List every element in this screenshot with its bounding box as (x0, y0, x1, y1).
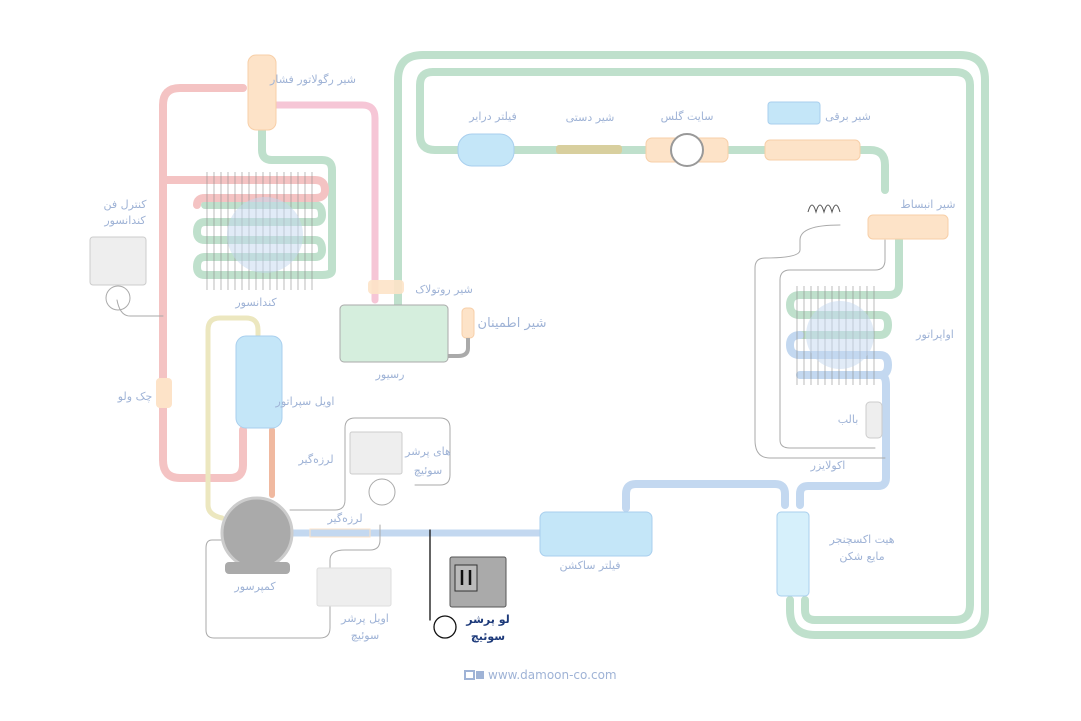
label-equalizer: اکولایزر (810, 459, 846, 472)
label-oil-separator: اویل سپراتور (275, 395, 335, 408)
condenser-outlet-line (193, 126, 336, 279)
compressor-base (225, 562, 290, 574)
evaporator-fan-icon (806, 301, 874, 369)
label-condenser-fan-control-1: کنترل فن (103, 198, 147, 211)
label-condenser: کندانسور (235, 296, 277, 309)
label-safety-valve: شیر اطمینان (477, 316, 547, 331)
label-low-pressure-switch-2: سوئیچ (470, 630, 506, 643)
oil-separator (235, 335, 283, 429)
label-sight-glass: سایت گلس (660, 110, 714, 123)
bulb-capillary (754, 224, 886, 459)
label-heat-exchanger-2: مایع شکن (839, 550, 885, 563)
label-vibration-eliminator-2: لرزه‌گیر (327, 512, 363, 525)
equalizer-line (779, 239, 886, 449)
label-compressor: کمپرسور (234, 580, 276, 593)
oil-pressure-switch (316, 567, 392, 607)
solenoid-valve-body (764, 139, 861, 161)
label-expansion-valve: شیر انبساط (900, 198, 956, 211)
suction-filter (539, 511, 653, 557)
receiver-tank (339, 304, 449, 363)
heat-exchanger (776, 511, 810, 597)
label-receiver: رسیور (375, 368, 405, 381)
regulator-to-receiver-line (261, 101, 379, 304)
footer-website-link[interactable]: www.damoon-co.com (488, 668, 617, 682)
label-rotolock-valve: شیر روتولاک (415, 283, 473, 296)
label-oil-pressure-switch-2: سوئیچ (350, 629, 380, 642)
compressor (220, 496, 294, 570)
label-evaporator: اواپراتور (916, 328, 954, 341)
expansion-valve (867, 214, 949, 240)
label-high-pressure-switch-1: های پرشر (405, 445, 451, 458)
solenoid-coil (767, 101, 821, 125)
label-low-pressure-switch-1: لو پرشر (466, 613, 510, 626)
label-oil-pressure-switch-1: اویل پرشر (341, 612, 389, 625)
label-check-valve: چک ولو (117, 390, 153, 403)
label-filter-drier: فیلتر درایر (469, 110, 517, 123)
suction-line-to-filter (622, 480, 789, 512)
op-switch-wire (205, 524, 381, 639)
manual-valve (556, 145, 622, 154)
sight-glass-icon (670, 133, 704, 167)
evaporator-outlet-line (786, 331, 892, 509)
label-bulb: بالب (837, 413, 859, 426)
filter-drier (457, 133, 515, 167)
label-solenoid-valve: شیر برقی (825, 110, 871, 123)
condenser-inlet-line (159, 176, 329, 209)
label-manual-valve: شیر دستی (565, 111, 615, 124)
condenser-fan-icon (227, 197, 303, 273)
equalizer-coil-icon (807, 204, 841, 214)
label-vibration-eliminator-1: لرزه‌گیر (298, 453, 334, 466)
footer-logo (464, 670, 484, 680)
label-heat-exchanger-1: هیت اکسچنجر (829, 533, 895, 546)
high-pressure-switch (349, 431, 403, 475)
label-suction-filter: فیلتر ساکشن (559, 559, 621, 572)
bulb (865, 401, 883, 439)
liquid-line-outer (394, 51, 989, 639)
fan-control-wire (116, 299, 164, 317)
label-high-pressure-switch-2: سوئیچ (413, 464, 443, 477)
vibration-eliminator (309, 528, 371, 538)
evaporator-inlet-line (786, 236, 903, 339)
oil-return-line (205, 315, 261, 521)
discharge-line (159, 84, 247, 482)
safety-valve (461, 307, 475, 339)
fan-control-box (89, 236, 147, 286)
label-condenser-fan-control-2: کندانسور (104, 214, 146, 227)
hp-switch-wire (289, 417, 451, 511)
label-pressure-regulator: شیر رگولاتور فشار (270, 73, 356, 86)
safety-valve-hose (448, 338, 470, 358)
check-valve (156, 378, 172, 408)
pressure-regulator-valve (247, 54, 277, 131)
rotolock-valve (368, 280, 404, 294)
